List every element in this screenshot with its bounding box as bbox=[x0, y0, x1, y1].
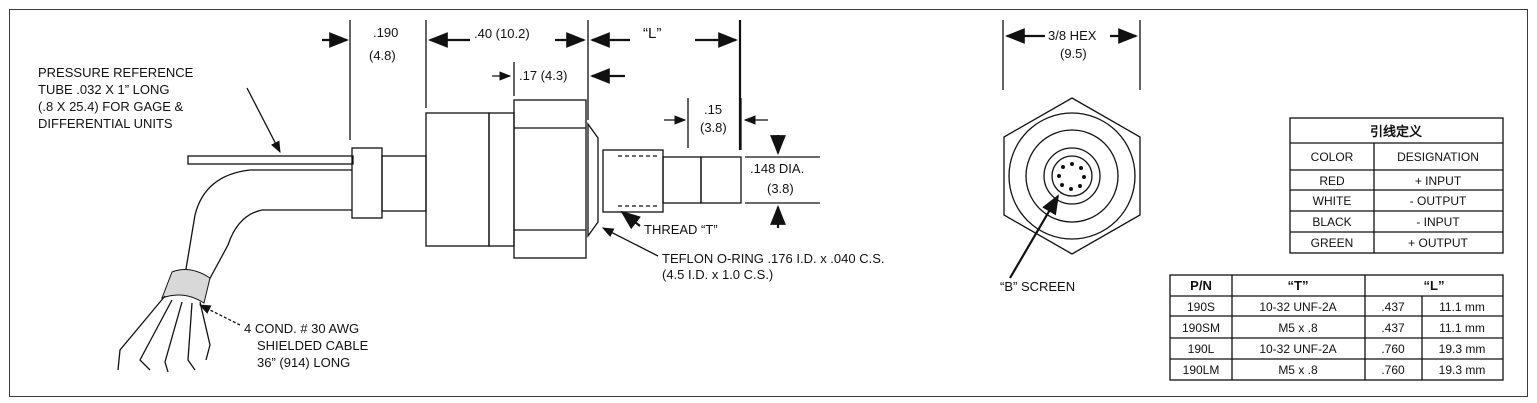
lead-row-color: GREEN bbox=[1311, 236, 1354, 250]
lead-row-color: WHITE bbox=[1313, 194, 1352, 208]
dim-148-mm-label: (3.8) bbox=[767, 181, 794, 196]
lead-table: 引线定义 COLOR DESIGNATION RED + INPUT WHITE… bbox=[1289, 117, 1504, 254]
sensor-side-view bbox=[117, 99, 742, 373]
lead-header-designation: DESIGNATION bbox=[1397, 150, 1479, 164]
pn-cell: M5 x .8 bbox=[1278, 363, 1318, 377]
cable-bottom-edge bbox=[207, 209, 352, 283]
rear-fitting-neck bbox=[381, 155, 427, 212]
pn-cell: M5 x .8 bbox=[1278, 321, 1318, 335]
lead-header-color: COLOR bbox=[1311, 150, 1354, 164]
pn-header-l: “L” bbox=[1424, 278, 1445, 293]
pn-header-t: “T” bbox=[1288, 278, 1309, 293]
dim-15-label: .15 bbox=[704, 102, 722, 117]
lead-row-color: BLACK bbox=[1312, 215, 1351, 229]
hex-end-view bbox=[1002, 20, 1141, 279]
cable-line-1: 4 COND. # 30 AWG bbox=[244, 321, 359, 336]
wire-2 bbox=[139, 299, 173, 371]
pressure-ref-line-4: DIFFERENTIAL UNITS bbox=[38, 116, 173, 131]
o-ring bbox=[587, 121, 599, 239]
dim-17-label: .17 (4.3) bbox=[519, 68, 567, 83]
pn-header-pn: P/N bbox=[1190, 278, 1212, 293]
pn-cell: 10-32 UNF-2A bbox=[1259, 300, 1336, 314]
labels: .190 (4.8) .40 (10.2) “L” .17 (4.3) .15 … bbox=[38, 25, 1097, 370]
pn-cell: .760 bbox=[1381, 363, 1405, 377]
pressure-ref-line-1: PRESSURE REFERENCE bbox=[38, 65, 194, 80]
pn-cell: 19.3 mm bbox=[1439, 342, 1486, 356]
reference-tube bbox=[187, 155, 354, 165]
dim-190-label: .190 bbox=[373, 25, 398, 40]
lead-table-title: 引线定义 bbox=[1370, 124, 1423, 139]
wire-3 bbox=[164, 301, 183, 373]
pn-cell: 190SM bbox=[1182, 321, 1220, 335]
dimensions bbox=[198, 20, 820, 326]
pn-cell: .437 bbox=[1381, 321, 1405, 335]
dim-15-mm-label: (3.8) bbox=[700, 120, 727, 135]
pn-cell: 190LM bbox=[1183, 363, 1220, 377]
wire-4 bbox=[187, 302, 196, 371]
dim-40-label: .40 (10.2) bbox=[474, 26, 530, 41]
teflon-line-1: TEFLON O-RING .176 I.D. x .040 C.S. bbox=[662, 251, 885, 266]
pn-cell: 11.1 mm bbox=[1439, 300, 1485, 314]
dim-L-label: “L” bbox=[643, 25, 661, 42]
pn-cell: 190L bbox=[1188, 342, 1215, 356]
thread-section bbox=[602, 149, 664, 213]
hex-mm-label: (9.5) bbox=[1060, 46, 1087, 61]
hex-outline bbox=[1003, 97, 1141, 255]
rear-fitting bbox=[351, 147, 383, 219]
pressure-ref-line-3: (.8 X 25.4) FOR GAGE & bbox=[38, 99, 184, 114]
dim-190-mm-label: (4.8) bbox=[369, 48, 396, 63]
pn-cell: 10-32 UNF-2A bbox=[1259, 342, 1336, 356]
pn-cell: 11.1 mm bbox=[1439, 321, 1485, 335]
pn-table: P/N “T” “L” 190S 10-32 UNF-2A .437 11.1 … bbox=[1169, 274, 1504, 381]
pn-cell: .437 bbox=[1381, 300, 1405, 314]
pn-cell: 190S bbox=[1187, 300, 1215, 314]
pn-cell: .760 bbox=[1381, 342, 1405, 356]
pn-cell: 19.3 mm bbox=[1439, 363, 1486, 377]
lead-row-designation: + OUTPUT bbox=[1408, 236, 1468, 250]
lead-row-designation: - INPUT bbox=[1416, 215, 1460, 229]
main-body bbox=[425, 112, 490, 247]
dim-148-label: .148 DIA. bbox=[750, 161, 804, 176]
cable-shield bbox=[161, 269, 211, 304]
hex-label: 3/8 HEX bbox=[1048, 28, 1097, 43]
wire-5 bbox=[199, 301, 211, 361]
teflon-line-2: (4.5 I.D. x 1.0 C.S.) bbox=[662, 267, 773, 282]
cable-line-2: SHIELDED CABLE bbox=[257, 338, 369, 353]
wire-1 bbox=[117, 295, 166, 371]
pressure-ref-line-2: TUBE .032 X 1” LONG bbox=[38, 82, 170, 97]
cable-top-edge bbox=[184, 169, 352, 276]
lead-row-designation: - OUTPUT bbox=[1410, 194, 1467, 208]
cable-line-3: 36” (914) LONG bbox=[257, 355, 350, 370]
lead-row-designation: + INPUT bbox=[1415, 174, 1462, 188]
drawing-frame bbox=[9, 9, 1528, 397]
hex-body bbox=[513, 99, 587, 259]
main-body-ring bbox=[488, 112, 515, 247]
screen-label: “B” SCREEN bbox=[1000, 279, 1075, 294]
port-tip bbox=[662, 156, 702, 204]
thread-label: THREAD “T” bbox=[644, 222, 718, 237]
screen-holes bbox=[1057, 162, 1086, 191]
lead-row-color: RED bbox=[1319, 174, 1345, 188]
screen-circle bbox=[1051, 155, 1093, 197]
